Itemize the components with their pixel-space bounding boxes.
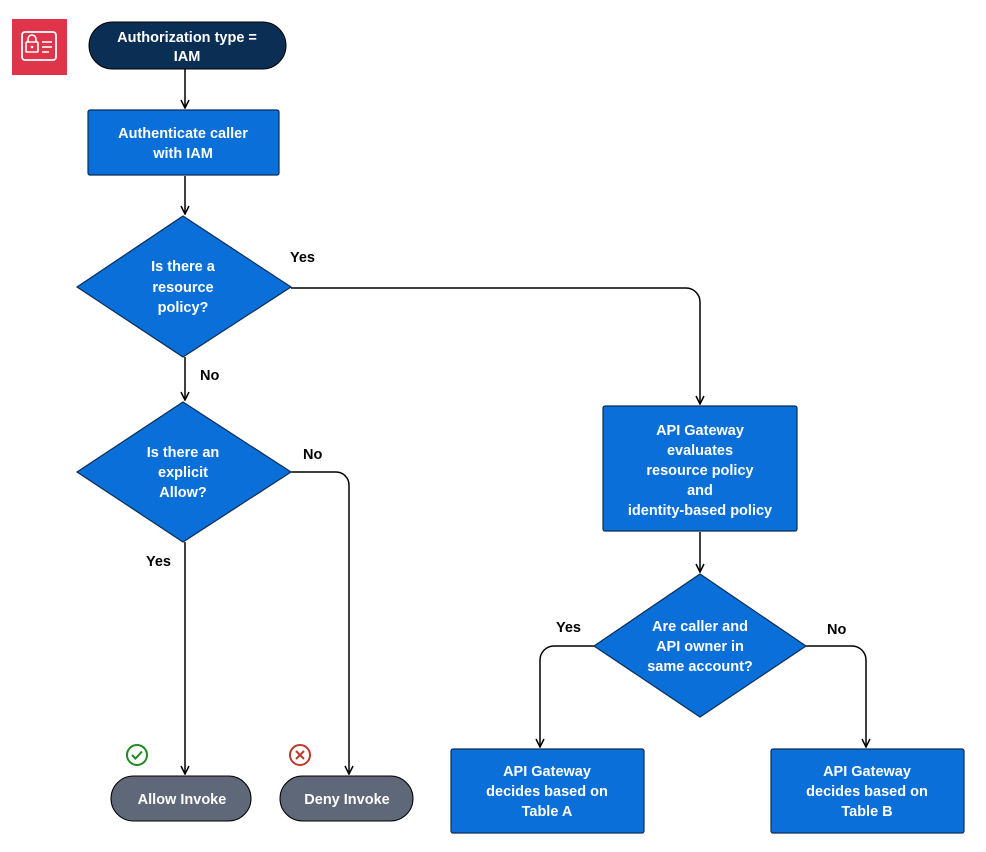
- start-node-line: Authorization type =: [117, 30, 257, 46]
- table-b-line: decides based on: [806, 784, 928, 800]
- edge-label-allow-yes: Yes: [146, 554, 171, 570]
- edge-label-resource-yes: Yes: [290, 250, 315, 266]
- resource-policy-line: Is there a: [151, 259, 216, 275]
- explicit-allow-line: Is there an: [147, 445, 220, 461]
- evaluates-line: identity-based policy: [628, 503, 772, 519]
- evaluates-line: evaluates: [667, 443, 733, 459]
- edge-label-same-no: No: [827, 622, 846, 638]
- edge-label-same-yes: Yes: [556, 620, 581, 636]
- connectors: [185, 69, 866, 774]
- resource-policy-line: policy?: [158, 300, 209, 316]
- allow-invoke-label: Allow Invoke: [138, 792, 227, 808]
- same-account-line: Are caller and: [652, 619, 748, 635]
- same-account-decision: Are caller and API owner in same account…: [592, 573, 808, 718]
- same-account-line: same account?: [647, 659, 753, 675]
- authenticate-line: with IAM: [152, 146, 213, 162]
- explicit-allow-line: explicit: [158, 465, 208, 481]
- evaluates-line: API Gateway: [656, 423, 744, 439]
- resource-policy-decision: Is there a resource policy?: [75, 215, 293, 358]
- start-node: Authorization type = IAM: [88, 21, 287, 70]
- table-a-line: Table A: [522, 804, 573, 820]
- table-a-line: decides based on: [486, 784, 608, 800]
- authenticate-box: Authenticate caller with IAM: [87, 109, 280, 176]
- explicit-allow-line: Allow?: [159, 485, 207, 501]
- table-b-line: Table B: [841, 804, 892, 820]
- lock-id-card-icon: [12, 19, 67, 75]
- evaluates-line: resource policy: [646, 463, 753, 479]
- evaluates-line: and: [687, 483, 713, 499]
- authenticate-line: Authenticate caller: [118, 126, 248, 142]
- same-account-line: API owner in: [656, 639, 744, 655]
- table-a-box: API Gateway decides based on Table A: [450, 748, 645, 834]
- table-a-line: API Gateway: [503, 764, 591, 780]
- check-circle-icon: [126, 744, 148, 766]
- explicit-allow-decision: Is there an explicit Allow?: [75, 401, 293, 543]
- deny-invoke-label: Deny Invoke: [304, 792, 389, 808]
- deny-invoke-node: Deny Invoke: [279, 775, 414, 822]
- edge-label-allow-no: No: [303, 447, 322, 463]
- allow-invoke-node: Allow Invoke: [110, 775, 252, 822]
- start-node-line: IAM: [174, 49, 201, 65]
- edge-label-resource-no: No: [200, 368, 219, 384]
- table-b-box: API Gateway decides based on Table B: [770, 748, 965, 834]
- x-circle-icon: [289, 744, 311, 766]
- evaluates-box: API Gateway evaluates resource policy an…: [602, 405, 798, 532]
- resource-policy-line: resource: [152, 280, 213, 296]
- table-b-line: API Gateway: [823, 764, 911, 780]
